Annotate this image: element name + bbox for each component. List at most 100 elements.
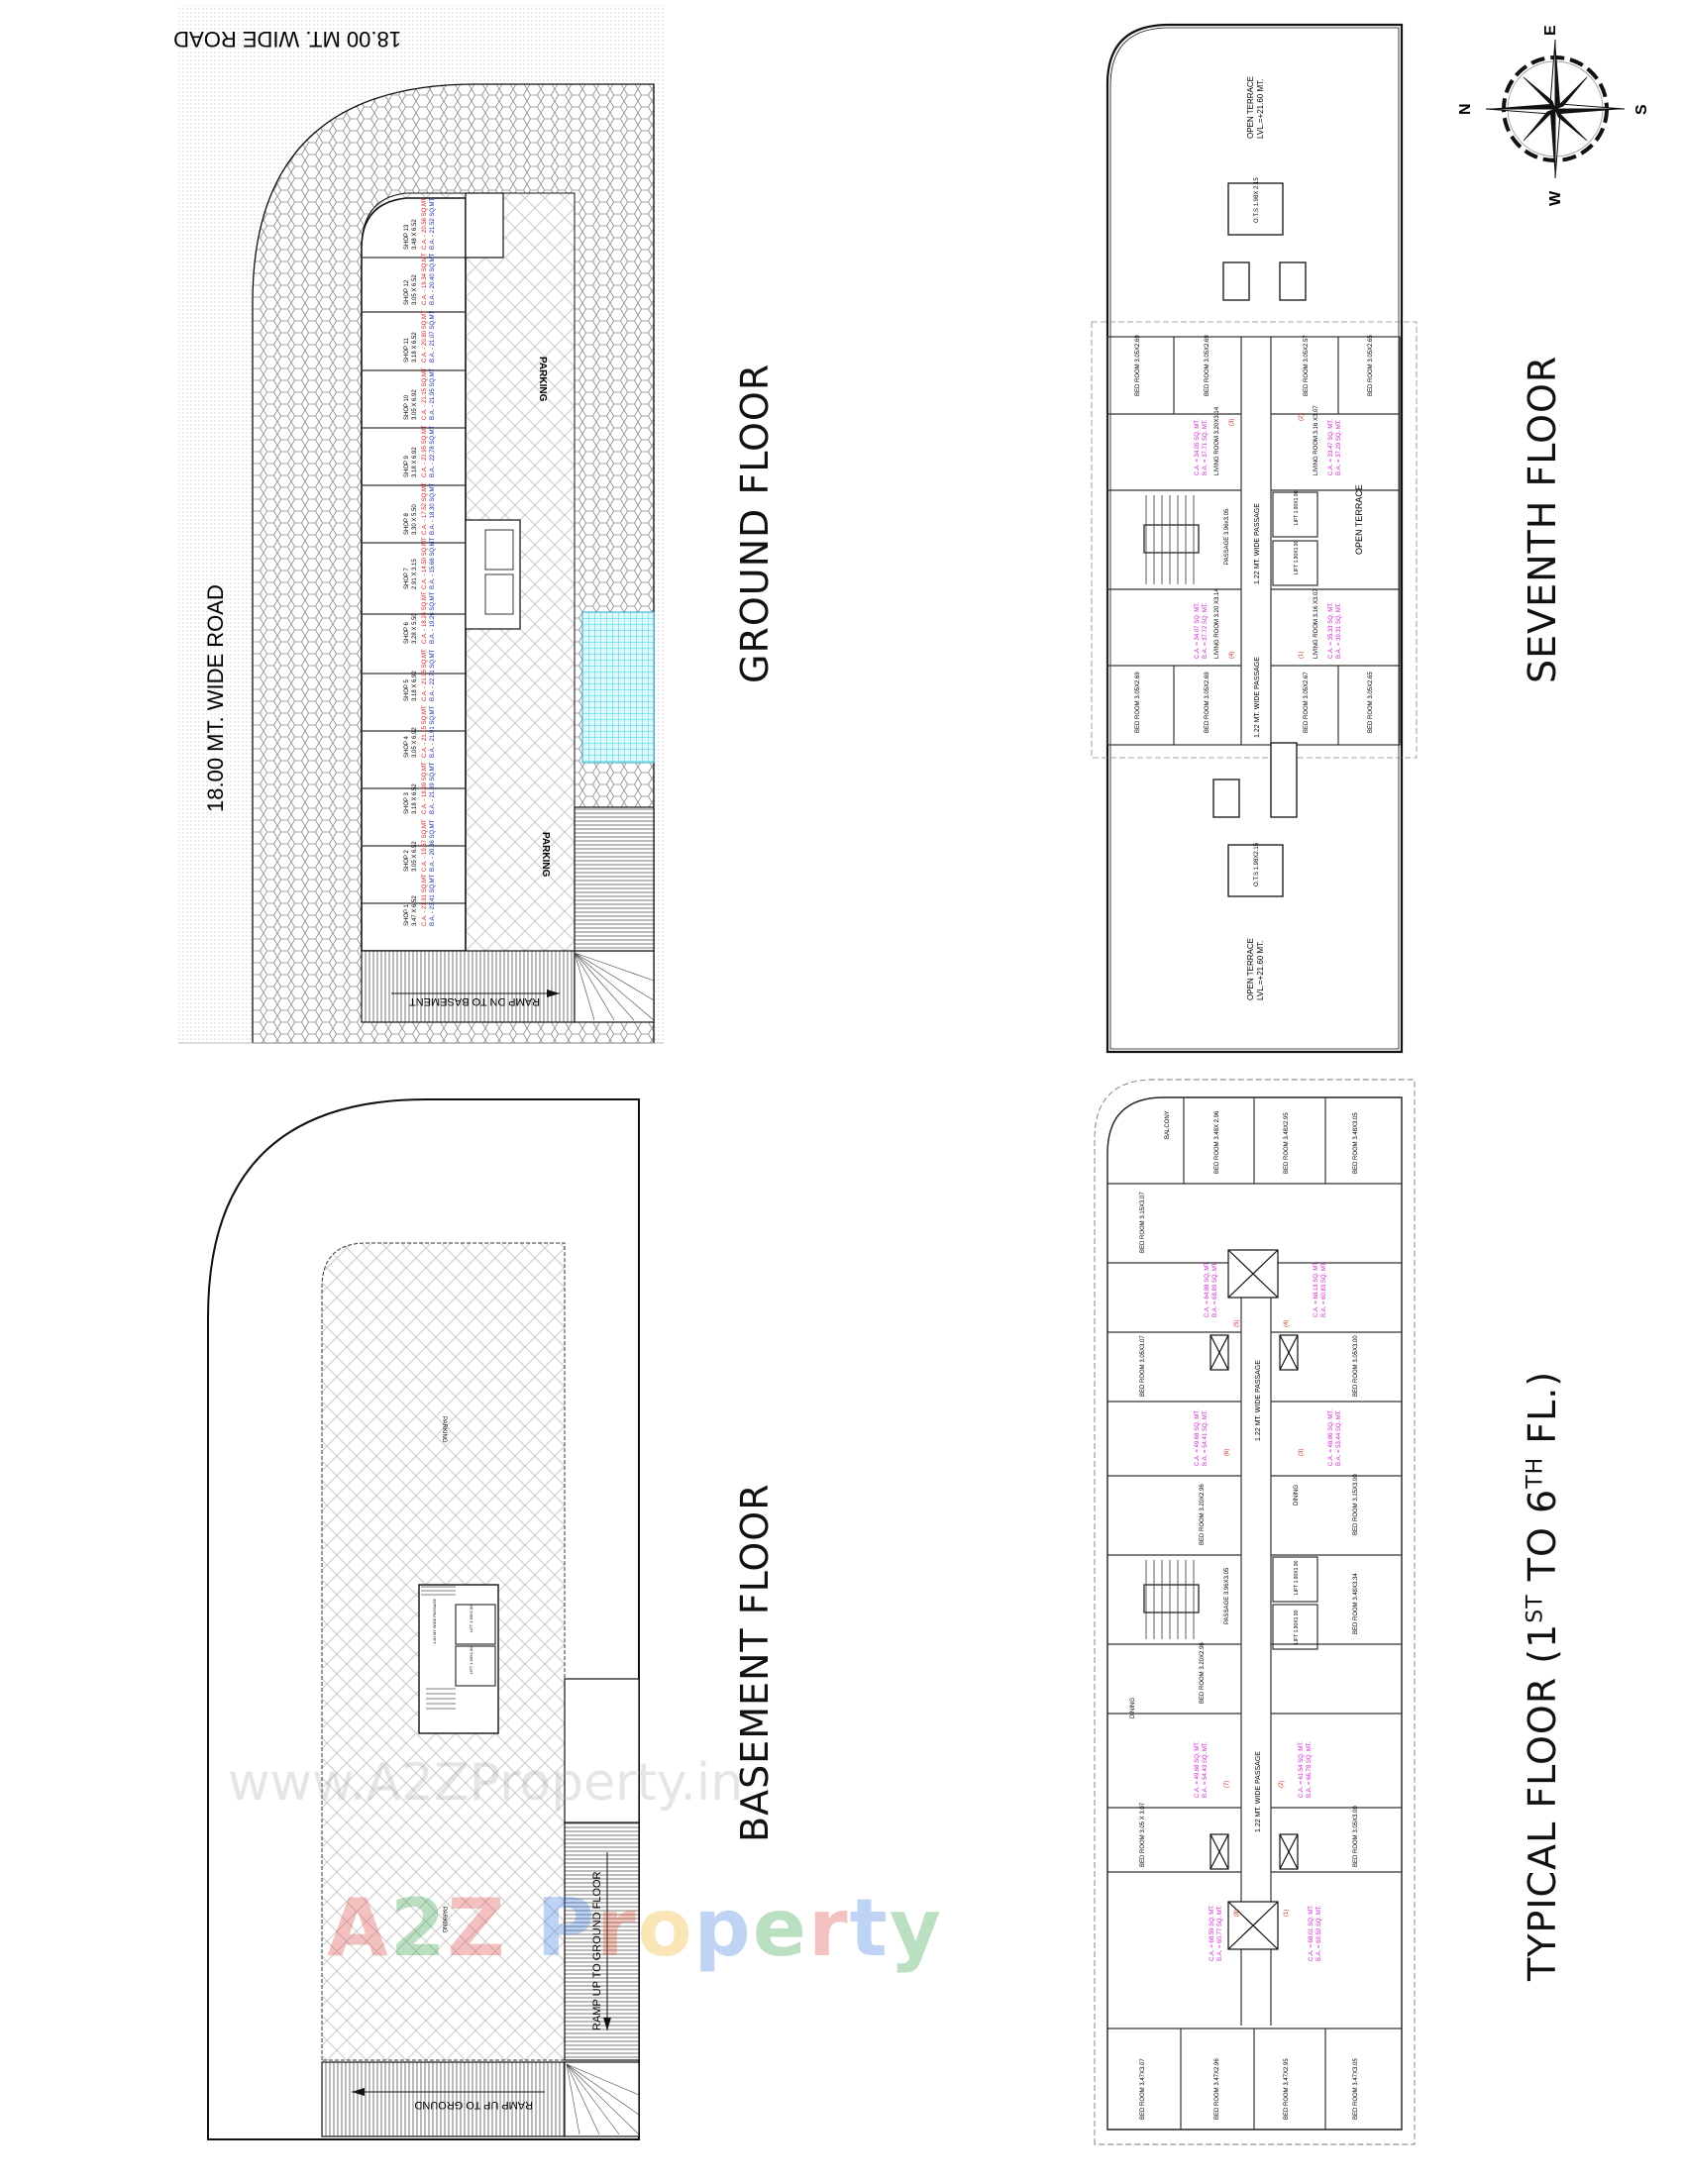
svg-text:(3): (3) (1299, 1449, 1305, 1456)
svg-text:C.A. - 21.95 SQ.MT: C.A. - 21.95 SQ.MT (422, 649, 428, 701)
svg-text:B.A. - 21.95 SQ.MT: B.A. - 21.95 SQ.MT (430, 367, 436, 420)
svg-text:C.A. = 68.13 SQ. MT.: C.A. = 68.13 SQ. MT. (1314, 1261, 1319, 1317)
basement-parking-label: PARKING (441, 1416, 447, 1443)
svg-text:C.A. - 21.15 SQ.MT: C.A. - 21.15 SQ.MT (422, 367, 428, 420)
svg-text:BED ROOM 3.05X2.57: BED ROOM 3.05X2.57 (1304, 335, 1310, 396)
svg-text:E: E (1542, 25, 1559, 36)
svg-text:BED ROOM 3.47X3.05: BED ROOM 3.47X3.05 (1353, 2058, 1359, 2120)
svg-text:LIFT 1.90X1.90: LIFT 1.90X1.90 (1294, 540, 1300, 574)
svg-text:C.A. = 61.54 SQ. MT.: C.A. = 61.54 SQ. MT. (1299, 1741, 1305, 1798)
svg-text:DINING: DINING (1294, 1485, 1300, 1506)
svg-text:SHOP 13: SHOP 13 (404, 224, 410, 250)
svg-text:LIVING ROOM 3.16 X3.07: LIVING ROOM 3.16 X3.07 (1314, 405, 1319, 475)
apartment-unit: (2)C.A. = 33.47 SQ. MT.B.A. = 37.29 SQ. … (1299, 405, 1342, 475)
svg-text:(2): (2) (1299, 414, 1305, 421)
watermark-letter: r (808, 1882, 850, 1974)
svg-text:B.A. = 68.89 SQ. MT.: B.A. = 68.89 SQ. MT. (1212, 1261, 1218, 1317)
svg-text:C.A. - 14.50 SQ.MT: C.A. - 14.50 SQ.MT (422, 537, 428, 589)
svg-text:1.22 MT. WIDE PASSAGE: 1.22 MT. WIDE PASSAGE (1254, 657, 1261, 738)
svg-text:C.A. = 68.01 SQ. MT.: C.A. = 68.01 SQ. MT. (1309, 1905, 1315, 1961)
svg-text:BED ROOM 3.47X2.96: BED ROOM 3.47X2.96 (1214, 2058, 1220, 2120)
basement-parking-label: PARKING (441, 1907, 447, 1933)
apartment-unit: (1)C.A. = 35.33 SQ. MT.B.A. = 39.31 SQ. … (1299, 588, 1342, 659)
svg-text:B.A. = 60.77 SQ. MT.: B.A. = 60.77 SQ. MT. (1217, 1905, 1223, 1961)
svg-text:SHOP 8: SHOP 8 (404, 512, 410, 535)
svg-text:(4): (4) (1229, 652, 1235, 659)
watermark-letter: r (596, 1882, 638, 1974)
svg-text:C.A. - 18.24 SQ.MT: C.A. - 18.24 SQ.MT (422, 591, 428, 644)
svg-text:B.A. - 19.26 SQ.MT: B.A. - 19.26 SQ.MT (430, 591, 436, 644)
apartment-unit: (4)C.A. = 34.07 SQ. MT.B.A. = 37.72 SQ. … (1195, 588, 1235, 659)
svg-text:BED ROOM 3.05X3.00: BED ROOM 3.05X3.00 (1353, 1335, 1359, 1397)
svg-text:B.A. = 54.41 SQ. MT.: B.A. = 54.41 SQ. MT. (1203, 1409, 1209, 1466)
svg-text:BALCONY: BALCONY (1165, 1110, 1171, 1139)
typical-floor-title: TYPICAL FLOOR (1ST TO 6TH FL.) (1521, 1370, 1564, 1981)
svg-text:OPEN TERRACE: OPEN TERRACE (1246, 938, 1255, 1000)
svg-text:BED ROOM 3.48X2.95: BED ROOM 3.48X2.95 (1284, 1112, 1290, 1174)
svg-text:(1): (1) (1299, 652, 1305, 659)
watermark-letter: t (849, 1882, 890, 1974)
svg-text:LIFT 1.90X1.90: LIFT 1.90X1.90 (1294, 1610, 1300, 1644)
svg-text:LIFT 1.90X1.90: LIFT 1.90X1.90 (1294, 1560, 1300, 1595)
seventh-floor-labels: OPEN TERRACE LVL.=+21.60 MT. OPEN TERRAC… (1135, 76, 1374, 1000)
svg-text:C.A. = 35.33 SQ. MT.: C.A. = 35.33 SQ. MT. (1328, 602, 1334, 659)
svg-text:3.18 X 6.92: 3.18 X 6.92 (412, 671, 418, 701)
svg-text:B.A. = 37.71 SQ. MT.: B.A. = 37.71 SQ. MT. (1203, 419, 1209, 475)
svg-text:C.A. - 19.99 SQ.MT: C.A. - 19.99 SQ.MT (422, 762, 428, 814)
apartment-unit: (3)C.A. = 34.05 SQ. MT.B.A. = 37.71 SQ. … (1195, 406, 1235, 475)
svg-text:3.05 X 6.92: 3.05 X 6.92 (412, 727, 418, 758)
svg-text:3.05 X 6.92: 3.05 X 6.92 (412, 389, 418, 420)
apartment-unit: (4)C.A. = 68.13 SQ. MT.B.A. = 60.83 SQ. … (1284, 1261, 1327, 1327)
svg-text:LIVING ROOM 3.16 X3.07: LIVING ROOM 3.16 X3.07 (1314, 588, 1319, 659)
ground-floor-plan (178, 5, 664, 1044)
svg-text:BED ROOM 3.05X3.07: BED ROOM 3.05X3.07 (1140, 1335, 1146, 1397)
svg-text:LVL.=+21.60 MT.: LVL.=+21.60 MT. (1256, 79, 1265, 139)
svg-text:BED ROOM 3.05X3.00: BED ROOM 3.05X3.00 (1353, 1806, 1359, 1867)
svg-text:3.30 X 5.50: 3.30 X 5.50 (412, 504, 418, 535)
svg-text:B.A. - 20.40 SQ.MT: B.A. - 20.40 SQ.MT (430, 253, 436, 305)
svg-text:LIFT 1.90X1.90: LIFT 1.90X1.90 (1294, 490, 1300, 525)
svg-text:SHOP 6: SHOP 6 (404, 621, 410, 644)
ground-floor-title: GROUND FLOOR (733, 363, 777, 683)
svg-text:1.22 MT. WIDE PASSAGE: 1.22 MT. WIDE PASSAGE (1255, 1751, 1262, 1832)
svg-text:(6): (6) (1224, 1449, 1230, 1456)
watermark-letter: A (327, 1882, 390, 1974)
svg-text:C.A. = 68.59 SQ. MT.: C.A. = 68.59 SQ. MT. (1210, 1905, 1215, 1961)
ramp-up-ground-label: RAMP UP TO GROUND (414, 2099, 533, 2111)
svg-text:PASSAGE 3.96x3.05: PASSAGE 3.96x3.05 (1224, 508, 1230, 565)
road-label-top: 18.00 MT. WIDE ROAD (173, 27, 401, 52)
apartment-unit: (6)C.A. = 49.68 SQ. MT.B.A. = 54.41 SQ. … (1195, 1409, 1230, 1466)
svg-text:SHOP 4: SHOP 4 (404, 735, 410, 758)
svg-text:C.A. - 17.52 SQ.MT: C.A. - 17.52 SQ.MT (422, 482, 428, 535)
svg-text:B.A. = 60.83 SQ. MT.: B.A. = 60.83 SQ. MT. (1321, 1261, 1327, 1317)
svg-text:B.A. - 22.71 SQ.MT: B.A. - 22.71 SQ.MT (430, 649, 436, 701)
apartment-unit: (5)C.A. = 64.88 SQ. MT.B.A. = 68.89 SQ. … (1205, 1261, 1240, 1327)
svg-text:BED ROOM 3.48X3.34: BED ROOM 3.48X3.34 (1353, 1573, 1359, 1634)
watermark-letter (507, 1882, 537, 1974)
svg-text:BED ROOM 3.05X2.65: BED ROOM 3.05X2.65 (1368, 335, 1374, 396)
svg-text:1.22 MT. WIDE PASSAGE: 1.22 MT. WIDE PASSAGE (1254, 503, 1261, 584)
svg-text:B.A. - 15.66 SQ.MT: B.A. - 15.66 SQ.MT (430, 537, 436, 589)
svg-text:(7): (7) (1224, 1781, 1230, 1788)
apartment-unit: (7)C.A. = 49.68 SQ. MT.B.A. = 54.43 SQ. … (1195, 1741, 1230, 1798)
svg-text:C.A. - 20.80 SQ.MT: C.A. - 20.80 SQ.MT (422, 310, 428, 363)
svg-text:N: N (1457, 103, 1474, 115)
svg-text:SHOP 10: SHOP 10 (404, 394, 410, 420)
road-label-left: 18.00 MT. WIDE ROAD (203, 584, 228, 812)
compass-rose-icon: E N S W (1457, 25, 1650, 206)
svg-text:(1): (1) (1284, 1910, 1290, 1917)
svg-text:B.A. - 21.09 SQ.MT: B.A. - 21.09 SQ.MT (430, 762, 436, 814)
svg-text:LVL.=+21.60 MT.: LVL.=+21.60 MT. (1256, 941, 1265, 1000)
svg-text:B.A. = 37.29 SQ. MT.: B.A. = 37.29 SQ. MT. (1336, 419, 1342, 475)
svg-text:3.05 X 6.52: 3.05 X 6.52 (412, 841, 418, 872)
svg-text:BED ROOM 3.05X2.69: BED ROOM 3.05X2.69 (1135, 335, 1141, 396)
svg-text:3.05 X 6.52: 3.05 X 6.52 (412, 274, 418, 305)
parking-label: PARKING (540, 832, 551, 878)
